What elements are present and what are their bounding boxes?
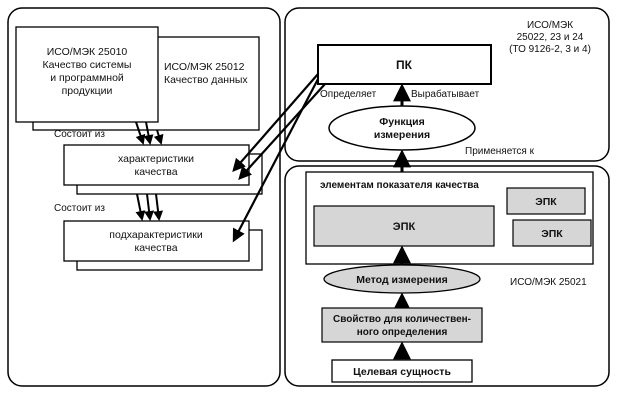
consists-of-label-1: Состоит из: [54, 129, 105, 140]
epk-main-box: [313, 205, 495, 247]
produces-label: Вырабатывает: [411, 88, 480, 100]
quality-measure-elements-label: элементам показателя качества: [320, 180, 479, 191]
epk-small-label-2: ЭПК: [541, 228, 563, 240]
arrow-25012-to-characteristics: [153, 129, 164, 145]
epk-small-box-2: [512, 219, 592, 247]
characteristics-line-1: характеристики: [118, 153, 194, 165]
measurement-function-ellipse: [328, 105, 476, 151]
defines-label: Определяет: [320, 89, 377, 100]
pk-label: ПК: [396, 58, 413, 72]
epk-small-label-1: ЭПК: [535, 196, 557, 208]
iso25010-line-1: ИСО/МЭК 25010: [47, 46, 128, 58]
arrow-characteristics-to-sub-c: [153, 193, 164, 221]
characteristics-line-2: качества: [134, 166, 177, 178]
applies-to-label: Применяется к: [465, 146, 535, 157]
target-entity-box: [331, 359, 473, 383]
epk-main-label: ЭПК: [393, 221, 416, 233]
property-line-2: ного определения: [357, 327, 448, 338]
iso-standards-line-1: ИСО/МЭК: [527, 20, 573, 31]
property-line-1: Свойство для количествен-: [333, 314, 471, 325]
measurement-method-label: Метод измерения: [356, 274, 448, 286]
measurement-function-line-1: Функция: [379, 116, 424, 128]
iso25010-line-3: и программной: [50, 72, 124, 84]
subcharacteristics-box: [63, 220, 250, 262]
iso25021-label: ИСО/МЭК 25021: [510, 277, 587, 288]
target-entity-label: Целевая сущность: [353, 366, 451, 378]
arrow-25010-to-characteristics-a: [135, 121, 146, 145]
characteristics-box: [63, 144, 250, 186]
arrow-pk-to-characteristics-2: [238, 83, 326, 180]
iso-standards-line-3: (ТО 9126-2, 3 и 4): [509, 44, 591, 55]
iso25012-line-2: Качество данных: [164, 74, 248, 86]
consists-of-label-2: Состоит из: [54, 203, 105, 214]
arrow-characteristics-to-sub-b: [144, 193, 155, 221]
iso-standards-line-2: 25022, 23 и 24: [517, 32, 584, 43]
arrow-pk-to-characteristics: [232, 73, 319, 172]
epk-small-box-1: [506, 187, 586, 215]
subcharacteristics-line-1: подхарактеристики: [109, 229, 203, 241]
arrow-25010-to-characteristics-b: [143, 121, 154, 145]
arrow-characteristics-to-sub-a: [135, 193, 146, 221]
measurement-function-line-2: измерения: [374, 129, 430, 141]
iso25010-line-4: продукции: [62, 85, 113, 97]
iso25010-line-2: Качество системы: [43, 59, 132, 71]
iso25010-box: [15, 26, 159, 123]
iso25012-line-1: ИСО/МЭК 25012: [164, 61, 245, 73]
subcharacteristics-line-2: качества: [134, 242, 177, 254]
